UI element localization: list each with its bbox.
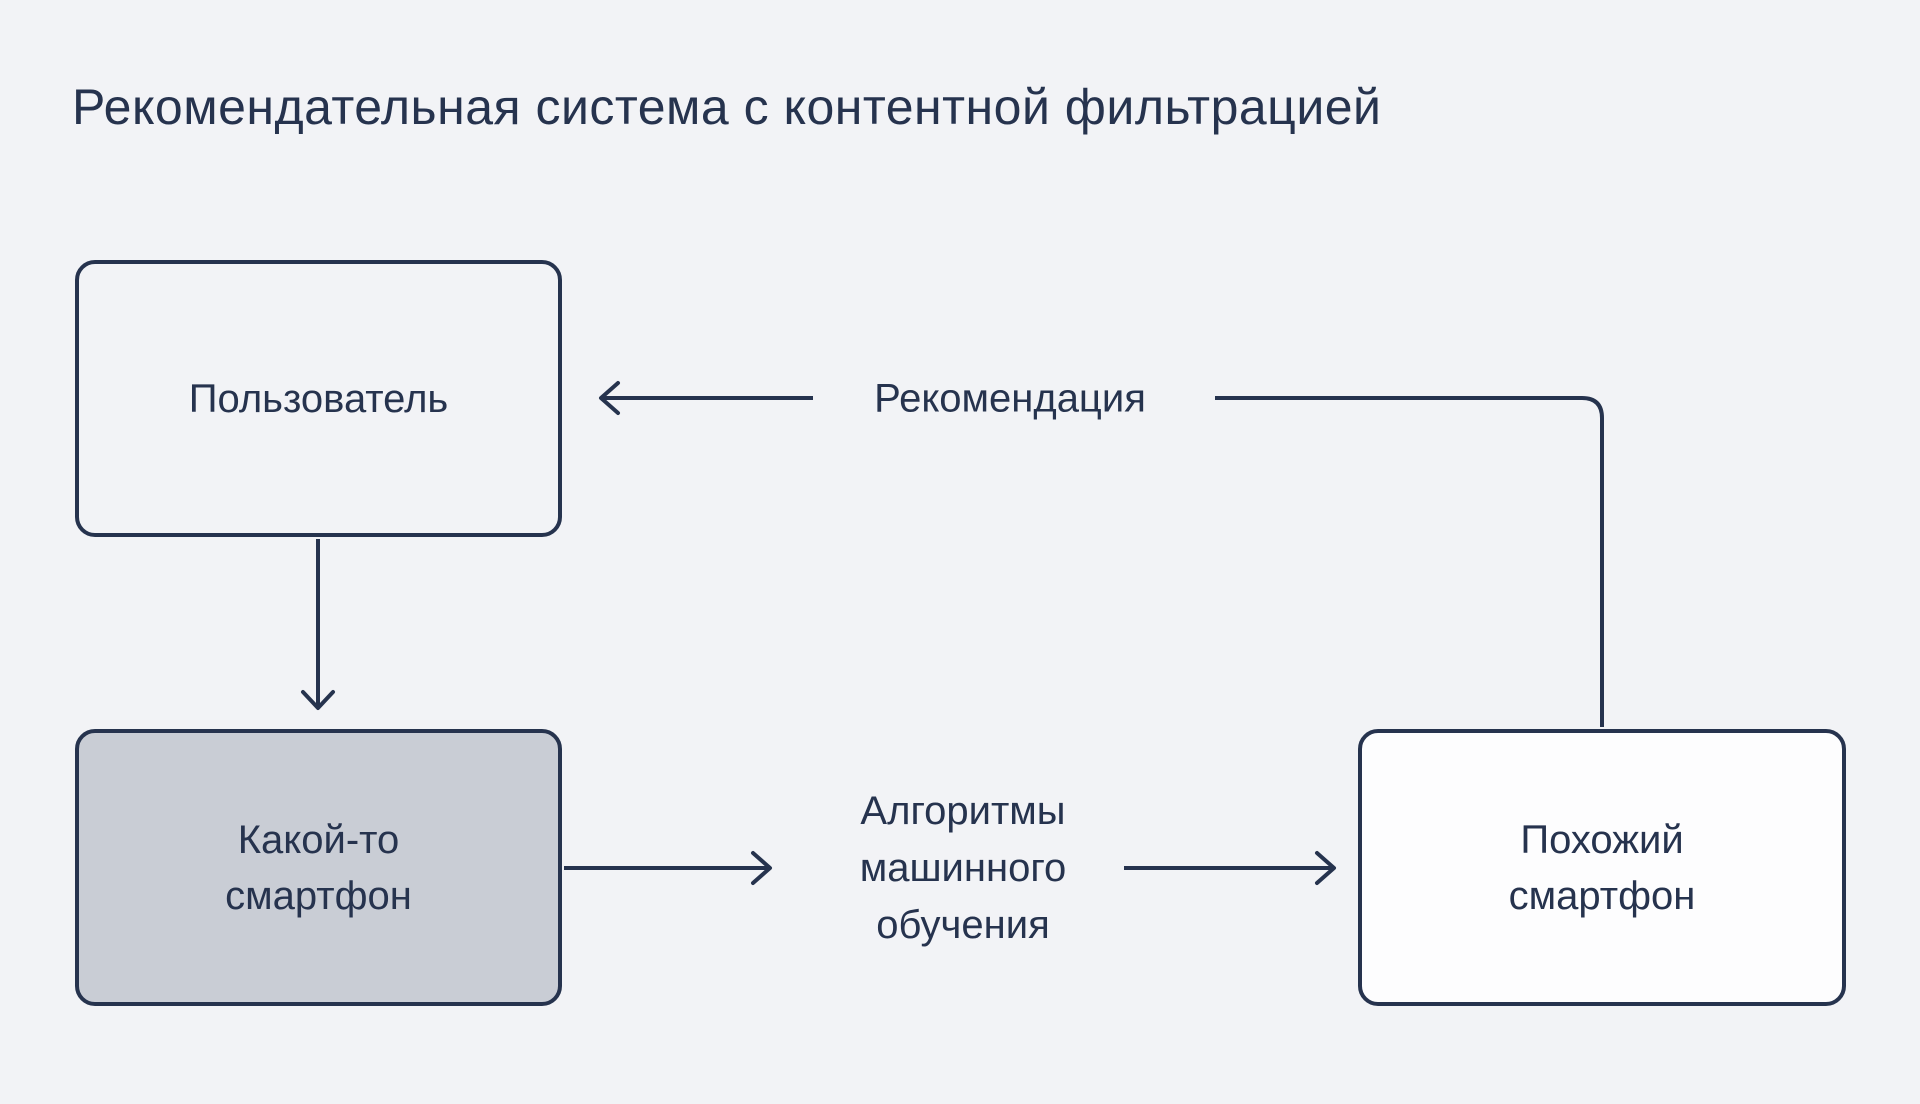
arrowhead-right-icon (1315, 851, 1336, 885)
node-some-smartphone-label: Какой-то смартфон (225, 817, 412, 918)
diagram-title: Рекомендательная система с контентной фи… (72, 79, 1382, 135)
node-similar-smartphone: Похожий смартфон (1358, 729, 1846, 1006)
node-user: Пользователь (75, 260, 562, 537)
arrowhead-left-icon (599, 381, 620, 415)
edge-label-recommendation: Рекомендация (874, 376, 1146, 421)
node-user-label: Пользователь (188, 376, 449, 421)
arrow-user-to-some-smartphone (301, 539, 335, 710)
arrowhead-right-icon (751, 851, 772, 885)
node-some-smartphone: Какой-то смартфон (75, 729, 562, 1006)
arrow-similar-smartphone-to-user (599, 381, 1604, 727)
arrow-some-smartphone-to-ml (564, 851, 772, 885)
arrow-ml-to-similar-smartphone (1124, 851, 1336, 885)
node-similar-smartphone-label: Похожий смартфон (1508, 817, 1696, 918)
process-label-ml-algorithms: Алгоритмы машинного обучения (859, 788, 1067, 947)
arrowhead-down-icon (301, 690, 335, 710)
